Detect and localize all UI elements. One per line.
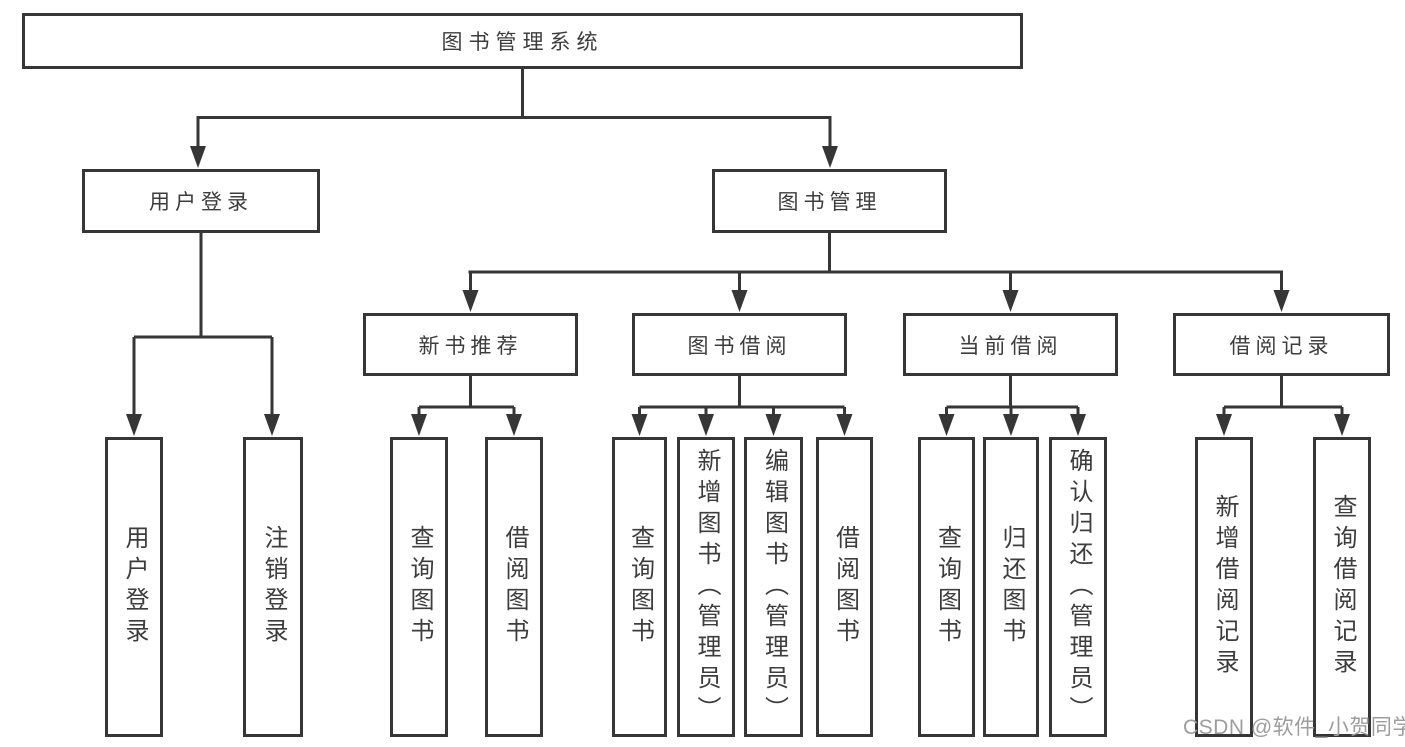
node-current-borrowing: 当前借阅 — [903, 313, 1118, 376]
node-new-book-recommend-label: 新书推荐 — [418, 334, 523, 358]
connector-book-borrowing — [638, 376, 846, 418]
leaf-logout-label: 注销登录 — [260, 525, 287, 649]
leaf-add-borrow-record: 新增借阅记录 — [1195, 437, 1253, 737]
node-book-management-label: 图书管理 — [777, 191, 882, 214]
leaf-confirm-return-admin-label: 确认归还（管理员） — [1065, 447, 1092, 727]
node-user-login-label: 用户登录 — [149, 191, 253, 214]
leaf-query-books-current: 查询图书 — [918, 437, 975, 737]
node-borrowing-records-label: 借阅记录 — [1229, 334, 1334, 358]
leaf-add-books-admin: 新增图书（管理员） — [677, 437, 735, 737]
leaf-query-books-recommend-label: 查询图书 — [406, 525, 433, 649]
node-book-borrowing: 图书借阅 — [632, 313, 847, 376]
leaf-user-login-label: 用户登录 — [121, 525, 148, 649]
connector-root — [196, 69, 832, 151]
arrowheads — [126, 146, 1350, 436]
connector-borrowing-records — [1222, 376, 1344, 418]
leaf-query-borrow-record-label: 查询借阅记录 — [1329, 494, 1356, 680]
node-book-borrowing-label: 图书借阅 — [687, 334, 792, 358]
leaf-query-books-recommend: 查询图书 — [390, 437, 448, 737]
leaf-query-books-borrowing-label: 查询图书 — [626, 525, 654, 649]
leaf-borrow-books-recommend: 借阅图书 — [485, 437, 543, 737]
leaf-query-books-borrowing: 查询图书 — [612, 437, 667, 737]
node-borrowing-records: 借阅记录 — [1173, 313, 1390, 376]
leaf-user-login: 用户登录 — [105, 437, 163, 737]
leaf-edit-books-admin: 编辑图书（管理员） — [744, 437, 803, 737]
leaf-return-books-label: 归还图书 — [998, 525, 1025, 649]
leaf-query-borrow-record: 查询借阅记录 — [1313, 437, 1371, 737]
node-user-login: 用户登录 — [82, 169, 320, 233]
connector-book-management — [468, 233, 1283, 294]
leaf-add-books-admin-label: 新增图书（管理员） — [693, 447, 720, 727]
leaf-confirm-return-admin: 确认归还（管理员） — [1049, 437, 1107, 737]
leaf-borrow-books-borrowing: 借阅图书 — [816, 437, 873, 737]
leaf-add-borrow-record-label: 新增借阅记录 — [1211, 494, 1238, 680]
leaf-return-books: 归还图书 — [983, 437, 1039, 737]
leaf-logout: 注销登录 — [243, 437, 303, 737]
leaf-query-books-current-label: 查询图书 — [933, 525, 961, 649]
csdn-watermark: CSDN @软件_小贺同学 — [1183, 716, 1405, 739]
connector-new-book-recommend — [417, 376, 516, 418]
leaf-borrow-books-borrowing-label: 借阅图书 — [831, 525, 859, 649]
node-current-borrowing-label: 当前借阅 — [958, 334, 1063, 358]
connector-current-borrowing — [945, 376, 1080, 418]
node-book-management: 图书管理 — [712, 169, 947, 233]
node-new-book-recommend: 新书推荐 — [363, 313, 578, 376]
leaf-borrow-books-recommend-label: 借阅图书 — [501, 525, 528, 649]
node-root: 图书管理系统 — [22, 13, 1023, 69]
connector-user-login — [132, 233, 274, 418]
node-root-label: 图书管理系统 — [441, 31, 604, 54]
leaf-edit-books-admin-label: 编辑图书（管理员） — [760, 447, 788, 727]
